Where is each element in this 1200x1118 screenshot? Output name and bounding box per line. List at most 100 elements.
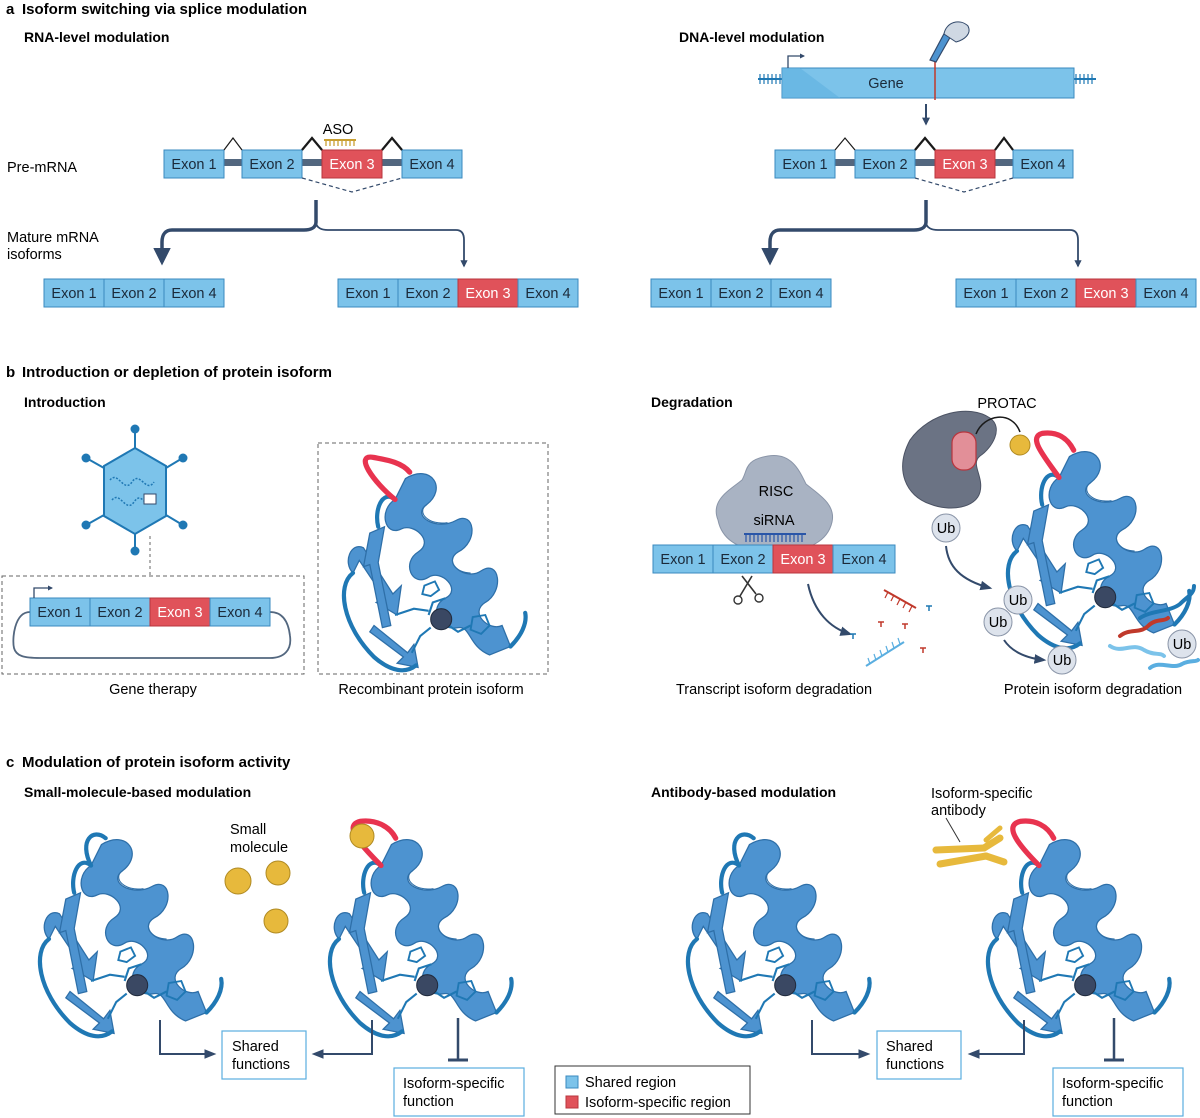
risc-exon2: Exon 2 (720, 552, 765, 568)
ab-shared-line1: Shared (886, 1039, 933, 1055)
panel-c-title: Modulation of protein isoform activity (22, 754, 291, 771)
dna-level-title: DNA-level modulation (679, 29, 824, 45)
dna-pre-exon1: Exon 1 (782, 157, 827, 173)
rna-long-exon4: Exon 4 (525, 286, 570, 302)
sm-arrow-1 (159, 1020, 217, 1059)
sm-specific-line1: Isoform-specific (403, 1076, 505, 1092)
target-protein (1008, 430, 1190, 648)
rna-mature-isoform-short: Exon 1 Exon 2 Exon 4 (43, 278, 225, 308)
sm-specific-line2: function (403, 1094, 454, 1110)
protac-label: PROTAC (977, 396, 1036, 412)
protac-linker (975, 416, 1021, 435)
small-molecule-label-1: Small (230, 822, 266, 838)
risc-complex: RISC siRNA (715, 455, 834, 553)
mature-label-1: Mature mRNA (7, 230, 99, 246)
rna-arrow-right (315, 221, 468, 268)
scissors-icon (733, 575, 764, 605)
dna-mature-isoform-long: Exon 1 Exon 2 Exon 3 Exon 4 (955, 278, 1197, 308)
panel-b-letter: b (6, 364, 15, 381)
ub-arrow-2 (1003, 639, 1047, 664)
dna-pre-mrna: Exon 1 Exon 2 Exon 3 Exon 4 (774, 136, 1074, 193)
dna-pre-exon4: Exon 4 (1020, 157, 1065, 173)
legend-box (554, 1065, 751, 1115)
rna-pre-mrna: Exon 1 Exon 2 Exon 3 Exon 4 ASO (163, 122, 463, 193)
ub-5: Ub (1173, 637, 1192, 653)
dna-short-exon4: Exon 4 (778, 286, 823, 302)
rna-mature-isoform-long: Exon 1 Exon 2 Exon 3 Exon 4 (337, 278, 579, 308)
recombinant-label: Recombinant protein isoform (338, 682, 523, 698)
antibody-label-1: Isoform-specific (931, 786, 1033, 802)
gt-exon1: Exon 1 (37, 605, 82, 621)
small-molecules (224, 860, 291, 934)
panel-b-title: Introduction or depletion of protein iso… (22, 364, 332, 381)
rna-long-exon3: Exon 3 (465, 286, 510, 302)
target-transcript: Exon 1 Exon 2 Exon 3 Exon 4 (652, 544, 896, 574)
rna-long-exon1: Exon 1 (345, 286, 390, 302)
gt-exon4: Exon 4 (217, 605, 262, 621)
transcript-degradation-label: Transcript isoform degradation (676, 682, 872, 698)
rna-pre-exon3: Exon 3 (329, 157, 374, 173)
recombinant-protein (344, 454, 526, 670)
antibody-label-2: antibody (931, 803, 987, 819)
panel-c-letter: c (6, 754, 14, 771)
rna-pre-exon4: Exon 4 (409, 157, 454, 173)
risc-exon4: Exon 4 (841, 552, 886, 568)
protein-degradation-label: Protein isoform degradation (1004, 682, 1182, 698)
rna-arrow-left (153, 200, 318, 266)
rna-fragments (850, 589, 932, 667)
ub-3: Ub (989, 615, 1008, 631)
gene-label: Gene (868, 76, 903, 92)
introduction-title: Introduction (24, 394, 106, 410)
ab-protein-shared (688, 832, 870, 1036)
panel-a-title: Isoform switching via splice modulation (22, 1, 307, 18)
ub-4: Ub (1053, 653, 1072, 669)
risc-exon1: Exon 1 (660, 552, 705, 568)
rna-level-title: RNA-level modulation (24, 29, 169, 45)
ab-shared-functions-box (876, 1030, 962, 1080)
ab-shared-line2: functions (886, 1057, 944, 1073)
gene-therapy-label: Gene therapy (109, 682, 198, 698)
dna-long-exon4: Exon 4 (1143, 286, 1188, 302)
gt-exon2: Exon 2 (97, 605, 142, 621)
ub-arrow-1 (945, 545, 993, 591)
rna-pre-exon2: Exon 2 (249, 157, 294, 173)
protein-fragments (1108, 584, 1200, 670)
sm-shared-line1: Shared (232, 1039, 279, 1055)
sm-shared-line2: functions (232, 1057, 290, 1073)
rna-short-exon4: Exon 4 (171, 286, 216, 302)
dna-arrow-right (925, 221, 1082, 268)
dna-gene: Gene (758, 21, 1096, 100)
sm-shared-functions-box (221, 1030, 307, 1080)
small-molecule-title: Small-molecule-based modulation (24, 784, 251, 800)
recombinant-box (317, 442, 549, 675)
sm-specific-function-box (393, 1067, 525, 1117)
dna-pre-exon2: Exon 2 (862, 157, 907, 173)
rna-short-exon1: Exon 1 (51, 286, 96, 302)
viral-vector (81, 424, 188, 556)
degradation-title: Degradation (651, 394, 733, 410)
ab-specific-function-box (1052, 1067, 1184, 1117)
dna-mature-isoform-short: Exon 1 Exon 2 Exon 4 (650, 278, 832, 308)
sm-protein-specific (330, 818, 512, 1036)
sm-arrow-2 (311, 1020, 373, 1059)
ub-1: Ub (937, 521, 956, 537)
sm-protein-shared (40, 832, 222, 1036)
risc-label: RISC (759, 484, 794, 500)
mature-label-2: isoforms (7, 247, 62, 263)
gt-exon3: Exon 3 (157, 605, 202, 621)
small-molecule-label-2: molecule (230, 840, 288, 856)
dna-long-exon1: Exon 1 (963, 286, 1008, 302)
antibody-title: Antibody-based modulation (651, 784, 836, 800)
aso-label: ASO (323, 122, 354, 138)
dna-short-exon2: Exon 2 (718, 286, 763, 302)
protac-ligand (1009, 434, 1031, 456)
dna-arrow-left (761, 200, 928, 266)
antibody-icon (932, 817, 1008, 868)
degradation-arrow (807, 583, 853, 636)
e3-ligase (902, 410, 997, 509)
risc-exon3: Exon 3 (780, 552, 825, 568)
pre-mrna-label: Pre-mRNA (7, 160, 77, 176)
dna-short-exon1: Exon 1 (658, 286, 703, 302)
legend-shared-label: Shared region (585, 1075, 676, 1091)
